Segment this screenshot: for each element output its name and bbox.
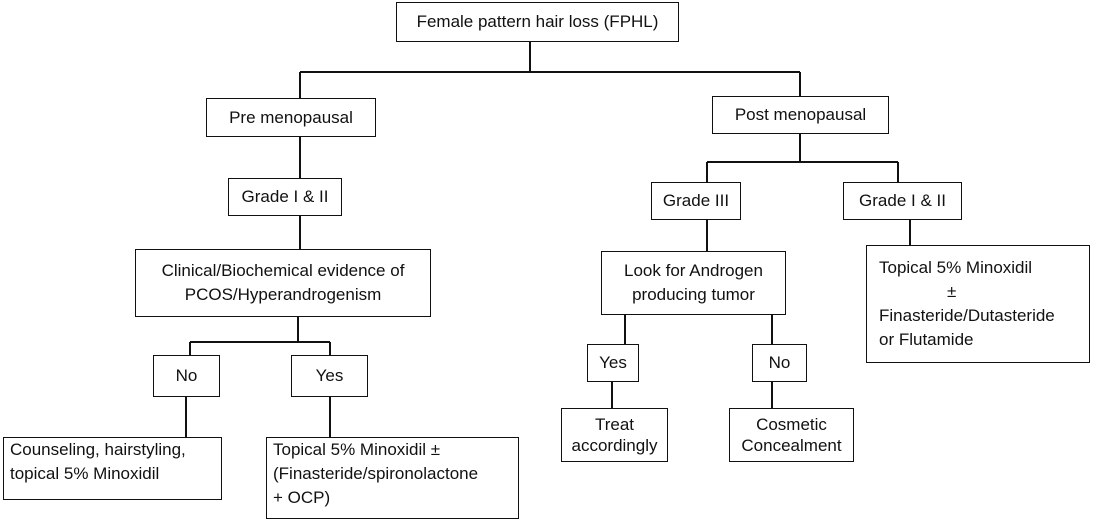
grade-3-label: Grade III: [662, 191, 730, 210]
yes-treatment-line-2: (Finasteride/spironolactone: [273, 464, 479, 483]
pre-no-node: No: [153, 355, 220, 397]
pre-yes-node: Yes: [291, 355, 368, 397]
root-label: Female pattern hair loss (FPHL): [416, 12, 659, 31]
grade-3-node: Grade III: [651, 182, 741, 220]
cosmetic-concealment-node: Cosmetic Concealment: [729, 408, 854, 462]
post-menopausal-label: Post menopausal: [734, 105, 867, 124]
treat-accordingly-node: Treat accordingly: [561, 408, 668, 462]
androgen-check-node: Look for Androgen producing tumor: [601, 251, 786, 315]
root-node: Female pattern hair loss (FPHL): [396, 2, 679, 42]
treat-line-1: Treat: [594, 415, 635, 434]
pre-grade-label: Grade I & II: [241, 187, 329, 206]
evidence-line-2: PCOS/Hyperandrogenism: [184, 285, 382, 304]
androgen-check-line-1: Look for Androgen: [624, 261, 763, 280]
post-treatment-line-4: or Flutamide: [879, 330, 974, 349]
no-treatment-line-1: Counseling, hairstyling,: [10, 440, 186, 459]
no-treatment-line-2: topical 5% Minoxidil: [10, 464, 160, 483]
pre-menopausal-node: Pre menopausal: [206, 98, 376, 137]
yes-treatment-node: Topical 5% Minoxidil ± (Finasteride/spir…: [266, 437, 519, 519]
post-yes-label: Yes: [599, 353, 627, 372]
no-treatment-node: Counseling, hairstyling, topical 5% Mino…: [3, 437, 222, 500]
post-yes-node: Yes: [587, 344, 639, 382]
treat-line-2: accordingly: [571, 436, 658, 455]
post-menopausal-node: Post menopausal: [712, 96, 889, 134]
post-no-node: No: [752, 344, 807, 382]
conceal-line-2: Concealment: [741, 436, 842, 455]
pre-grade-node: Grade I & II: [228, 178, 342, 216]
pre-yes-label: Yes: [315, 366, 344, 385]
conceal-line-1: Cosmetic: [756, 415, 827, 434]
post-treatment-line-1: Topical 5% Minoxidil: [879, 258, 1033, 277]
pre-menopausal-label: Pre menopausal: [229, 107, 353, 127]
post-grade-12-label: Grade I & II: [859, 191, 946, 210]
post-treatment-line-2: ±: [947, 282, 957, 301]
post-grade-12-node: Grade I & II: [843, 182, 962, 220]
yes-treatment-line-3: + OCP): [273, 488, 331, 507]
evidence-line-1: Clinical/Biochemical evidence of: [161, 261, 405, 280]
pre-no-label: No: [175, 366, 198, 385]
yes-treatment-line-1: Topical 5% Minoxidil ±: [273, 440, 441, 459]
post-treatment-line-3: Finasteride/Dutasteride: [879, 306, 1055, 325]
androgen-check-line-2: producing tumor: [632, 285, 755, 304]
post-no-label: No: [768, 353, 791, 372]
evidence-node: Clinical/Biochemical evidence of PCOS/Hy…: [135, 249, 431, 317]
post-grade-12-treatment-node: Topical 5% Minoxidil ± Finasteride/Dutas…: [866, 245, 1090, 363]
